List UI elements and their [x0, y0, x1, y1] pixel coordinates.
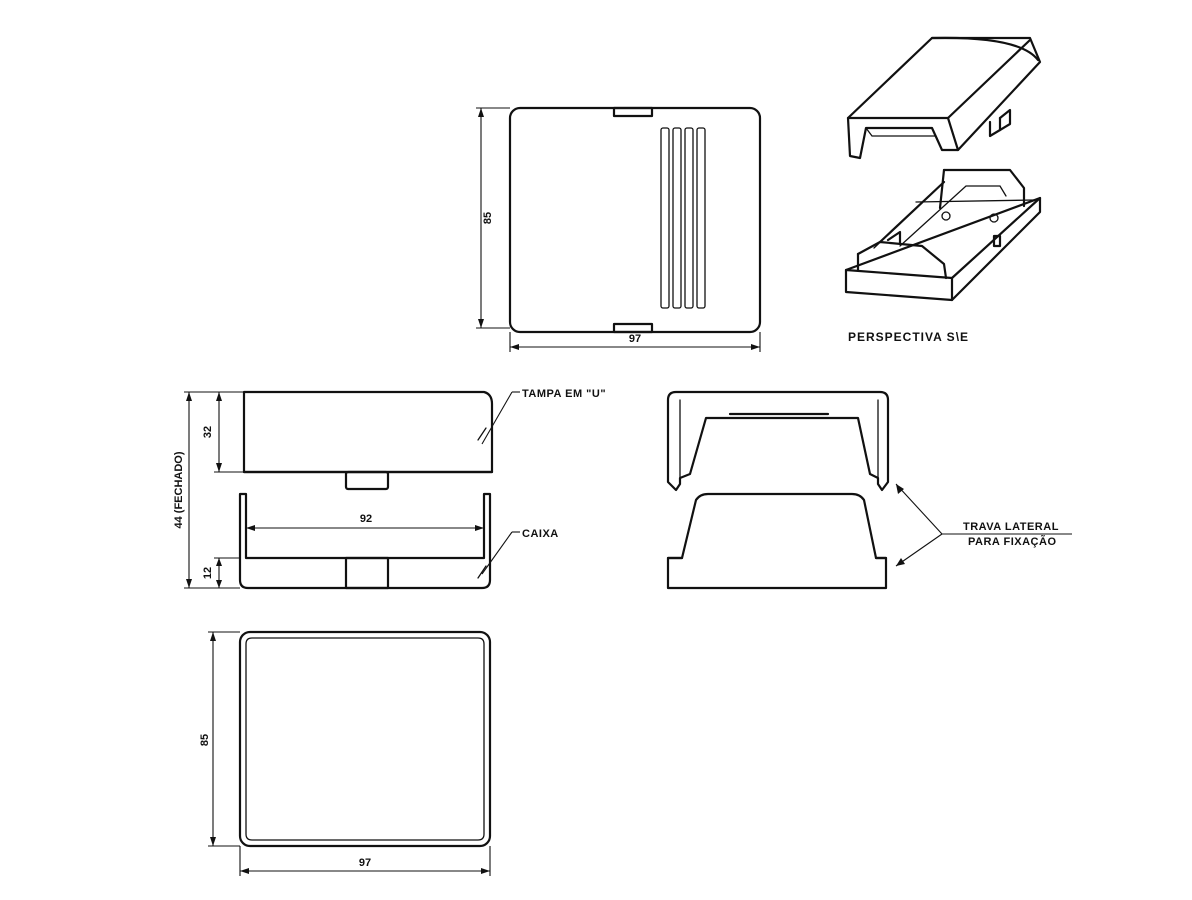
dim-base-height: 12 — [202, 557, 240, 589]
perspective-label: PERSPECTIVA S\E — [848, 330, 969, 344]
front-lid — [242, 390, 494, 491]
dim-total-height-text: 44 (FECHADO) — [173, 451, 185, 528]
dim-bottom-width: 97 — [239, 846, 491, 876]
leader-caixa: CAIXA — [481, 528, 559, 575]
bottom-view: 85 97 — [199, 630, 492, 876]
caixa-label: CAIXA — [522, 528, 559, 540]
dim-base-height-text: 12 — [202, 567, 214, 579]
side-view: TRAVA LATERAL PARA FIXAÇÃO — [666, 390, 1072, 590]
perspective-base — [844, 168, 1042, 302]
dim-bottom-height-text: 85 — [199, 734, 211, 746]
dim-top-width: 97 — [509, 332, 761, 352]
front-base — [238, 492, 492, 590]
leader-tampa: TAMPA EM "U" — [481, 388, 606, 445]
tampa-label: TAMPA EM "U" — [522, 388, 606, 400]
dim-bottom-height: 85 — [199, 631, 240, 847]
dim-lid-height: 32 — [202, 391, 244, 473]
side-base — [666, 492, 888, 590]
leader-trava: TRAVA LATERAL PARA FIXAÇÃO — [895, 483, 1072, 567]
dim-bottom-width-text: 97 — [359, 857, 371, 869]
perspective-view: PERSPECTIVA S\E — [844, 36, 1042, 344]
front-view: TAMPA EM "U" CAIXA 32 12 — [173, 388, 606, 590]
dim-top-height: 85 — [476, 107, 510, 329]
trava-label-line2: PARA FIXAÇÃO — [968, 535, 1057, 548]
dim-top-width-text: 97 — [629, 333, 641, 345]
side-lid — [666, 390, 890, 492]
vent-slots — [660, 127, 706, 309]
dim-inner-width-text: 92 — [360, 513, 372, 525]
dim-total-height: 44 (FECHADO) — [173, 391, 214, 589]
dim-top-height-text: 85 — [482, 212, 494, 224]
trava-label-line1: TRAVA LATERAL — [963, 521, 1059, 533]
top-view: 85 97 — [476, 106, 762, 352]
dim-lid-height-text: 32 — [202, 426, 214, 438]
perspective-lid — [846, 36, 1042, 160]
dim-inner-width: 92 — [246, 513, 484, 531]
